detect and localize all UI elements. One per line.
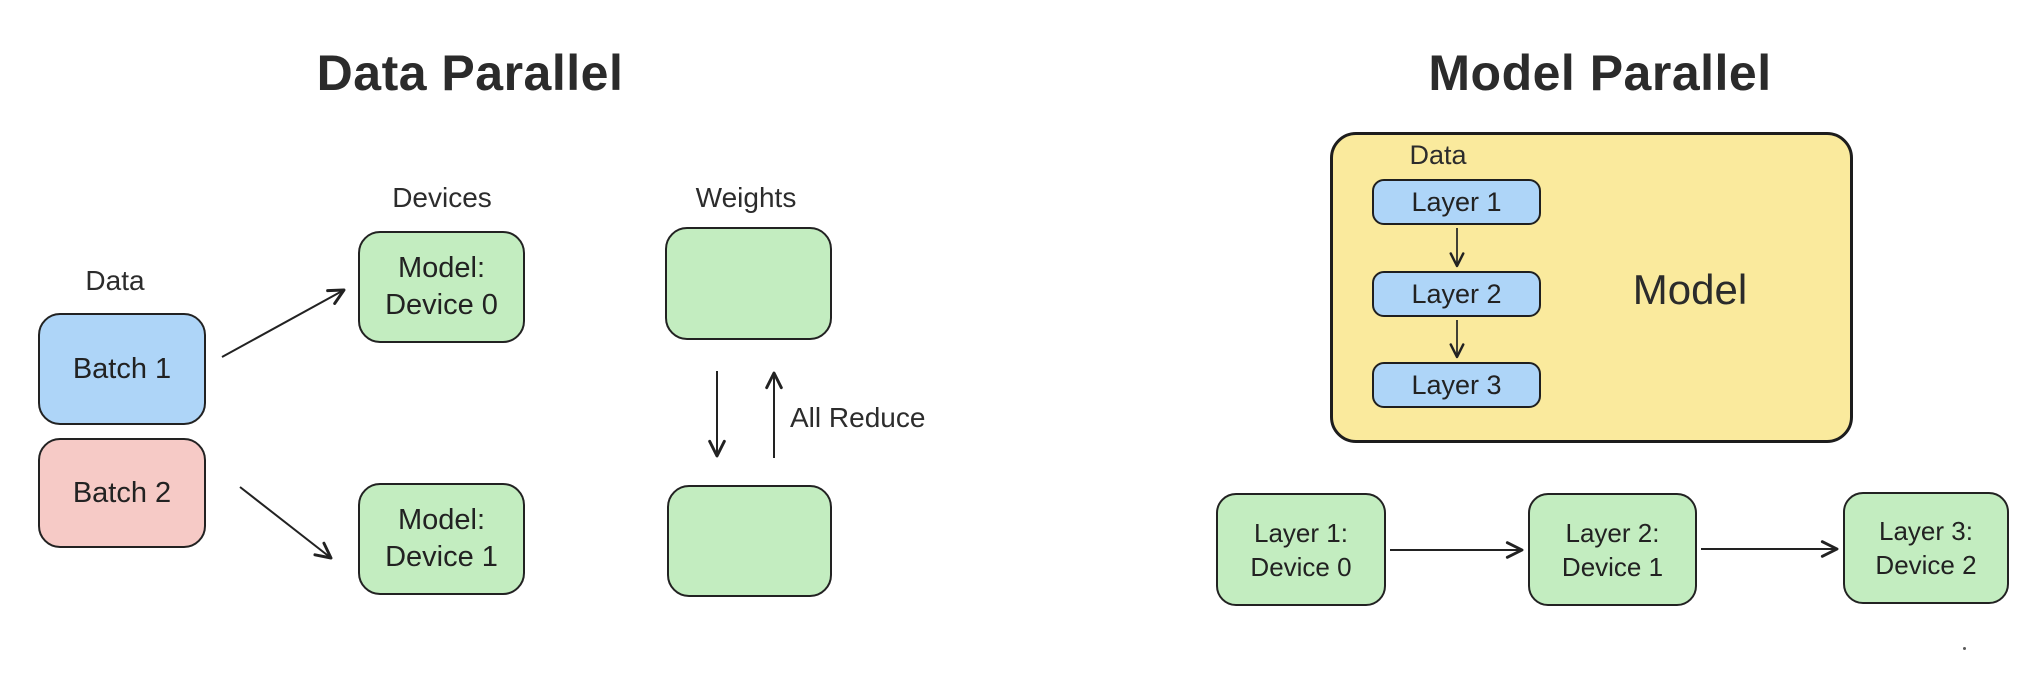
pipeline-box-3-line2: Device 2	[1875, 550, 1977, 580]
layer-2-label: Layer 2	[1411, 278, 1502, 309]
arrow-batch2-to-device1	[239, 486, 333, 560]
pipeline-layer-2-device-1-box: Layer 2: Device 1	[1528, 493, 1697, 606]
pipeline-box-1-line1: Layer 1:	[1254, 517, 1348, 548]
stray-dot	[1963, 647, 1966, 650]
layer-3-pill: Layer 3	[1372, 362, 1541, 408]
data-column-label: Data	[85, 265, 145, 296]
layer-3-label: Layer 3	[1411, 369, 1502, 400]
pipeline-layer-1-device-0-box: Layer 1: Device 0	[1216, 493, 1386, 606]
batch-1-label: Batch 1	[72, 352, 172, 385]
all-reduce-label: All Reduce	[790, 402, 926, 433]
model-word-label: Model	[1632, 266, 1748, 313]
pipeline-box-2-line2: Device 1	[1561, 551, 1664, 582]
model-parallel-title: Model Parallel	[1428, 45, 1772, 101]
batch-2-label: Batch 2	[72, 476, 172, 509]
weights-bottom-box	[667, 485, 832, 597]
arrow-batch1-to-device0	[221, 288, 346, 358]
model-data-label: Data	[1409, 140, 1467, 170]
pipeline-box-1-line2: Device 0	[1250, 551, 1352, 582]
devices-column-label: Devices	[392, 182, 492, 213]
layer-2-pill: Layer 2	[1372, 271, 1541, 317]
batch-2-box: Batch 2	[38, 438, 206, 548]
pipeline-box-3-line1: Layer 3:	[1879, 516, 1973, 546]
model-device-0-line2: Device 0	[385, 289, 498, 321]
weights-top-box	[665, 227, 832, 340]
layer-1-label: Layer 1	[1411, 186, 1502, 217]
data-parallel-title: Data Parallel	[316, 45, 624, 101]
pipeline-box-2-line1: Layer 2:	[1565, 517, 1660, 548]
layer-1-pill: Layer 1	[1372, 179, 1541, 225]
model-device-0-box: Model: Device 0	[358, 231, 525, 343]
model-device-1-line1: Model:	[397, 504, 486, 536]
model-device-0-line1: Model:	[397, 252, 486, 284]
weights-column-label: Weights	[695, 182, 797, 213]
model-device-1-line2: Device 1	[385, 541, 498, 573]
pipeline-layer-3-device-2-box: Layer 3: Device 2	[1843, 492, 2009, 604]
model-device-1-box: Model: Device 1	[358, 483, 525, 595]
batch-1-box: Batch 1	[38, 313, 206, 425]
